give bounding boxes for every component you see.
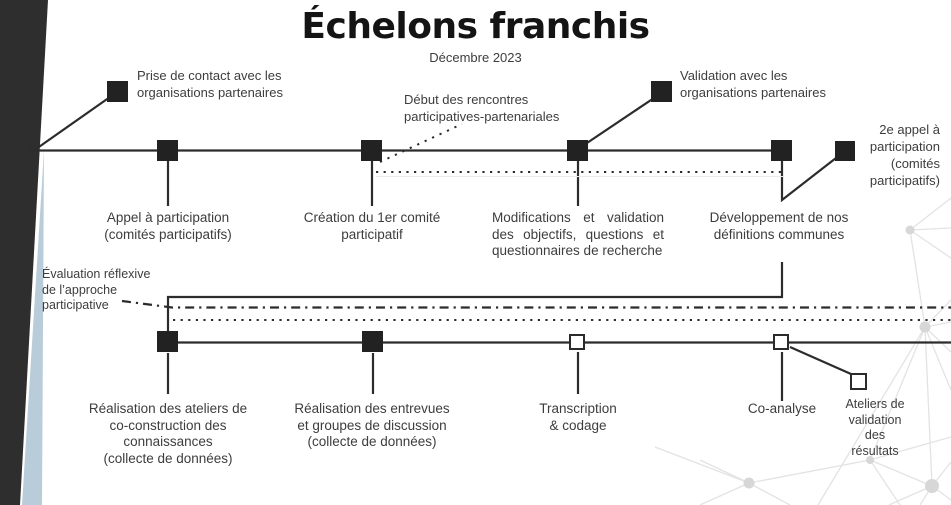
page-subtitle: Décembre 2023: [429, 50, 522, 65]
connector-validation: [583, 97, 655, 146]
connector-prise-de-contact: [35, 96, 111, 150]
milestone-marker-creation-comite-icon: [361, 140, 382, 161]
milestone-label-creation-comite: Création du 1er comité participatif: [303, 210, 441, 242]
left-band-black: [0, 0, 48, 505]
milestone-label-appel-participation: Appel à participation (comités participa…: [104, 210, 232, 242]
milestone-marker-co-analyse-icon: [773, 334, 789, 350]
timeline-2-lines: [166, 341, 951, 401]
bracket-to-timeline-2: [166, 262, 784, 332]
timeline-1-lines: [30, 96, 837, 332]
milestone-stems-2: [166, 352, 784, 401]
milestone-label-ateliers-coconstruction: Réalisation des ateliers de co-construct…: [88, 401, 248, 466]
milestone-label-ateliers-validation: Ateliers de validation des résultats: [845, 397, 905, 458]
milestone-marker-ateliers-validation-icon: [850, 373, 867, 390]
left-band-blue: [22, 150, 44, 505]
milestone-label-co-analyse: Co-analyse: [747, 401, 817, 416]
milestone-label-developpement: Développement de nos définitions commune…: [709, 210, 849, 242]
milestone-marker-validation-icon: [651, 81, 672, 102]
milestone-marker-transcription-icon: [569, 334, 585, 350]
milestone-marker-developpement-icon: [771, 140, 792, 161]
milestone-label-entrevues: Réalisation des entrevues et groupes de …: [294, 401, 450, 449]
milestone-marker-deuxieme-appel-icon: [835, 141, 855, 161]
milestone-marker-modifications-icon: [567, 140, 588, 161]
annotation-prise-de-contact: Prise de contact avec les organisations …: [137, 68, 283, 100]
dashdot-evaluation-line: [121, 299, 951, 309]
network-decoration: [654, 197, 951, 505]
milestone-marker-entrevues-icon: [362, 331, 383, 352]
milestone-marker-appel-participation-icon: [157, 140, 178, 161]
milestone-marker-prise-de-contact-icon: [107, 81, 128, 102]
annotation-deuxieme-appel: 2e appel à participation (comités partic…: [869, 122, 940, 188]
dotted-connector-debut-rencontres: [379, 123, 463, 163]
annotation-validation: Validation avec les organisations parten…: [680, 68, 826, 100]
milestone-label-transcription: Transcription & codage: [539, 401, 617, 433]
page-title: Échelons franchis: [301, 6, 650, 47]
milestone-stems-1: [166, 161, 580, 206]
network-nodes: [743, 225, 939, 493]
milestone-label-modifications: Modifications et validation des objectif…: [492, 210, 664, 258]
annotation-evaluation-reflexive: Évaluation réflexive de l’approche parti…: [42, 267, 151, 312]
milestone-marker-ateliers-coconstruction-icon: [157, 331, 178, 352]
annotation-debut-rencontres: Début des rencontres participatives-part…: [404, 92, 560, 124]
connector-deuxieme-appel: [780, 157, 837, 203]
connector-ateliers-validation: [789, 345, 852, 376]
